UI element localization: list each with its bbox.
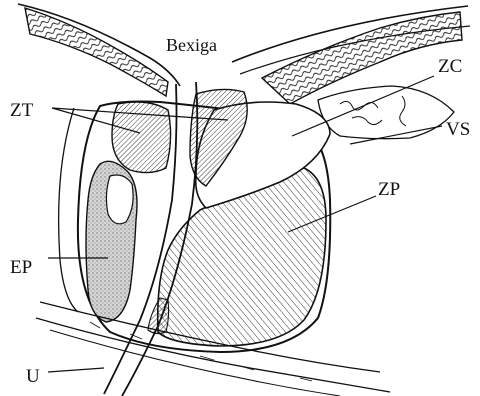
- label-zc: ZC: [438, 57, 462, 76]
- bladder-wall-left: [18, 4, 180, 96]
- label-zp: ZP: [378, 180, 400, 199]
- seminal-vesicle: [318, 86, 454, 139]
- label-zt: ZT: [10, 101, 33, 120]
- pelvic-sidewall: [59, 108, 78, 312]
- leader-u: [48, 368, 104, 372]
- label-ep: EP: [10, 258, 32, 277]
- label-vs: VS: [446, 120, 470, 139]
- anterior-stroma-upper: [106, 175, 133, 224]
- label-bexiga: Bexiga: [166, 36, 217, 54]
- label-u: U: [26, 367, 40, 386]
- bladder-wall-right: [232, 6, 470, 104]
